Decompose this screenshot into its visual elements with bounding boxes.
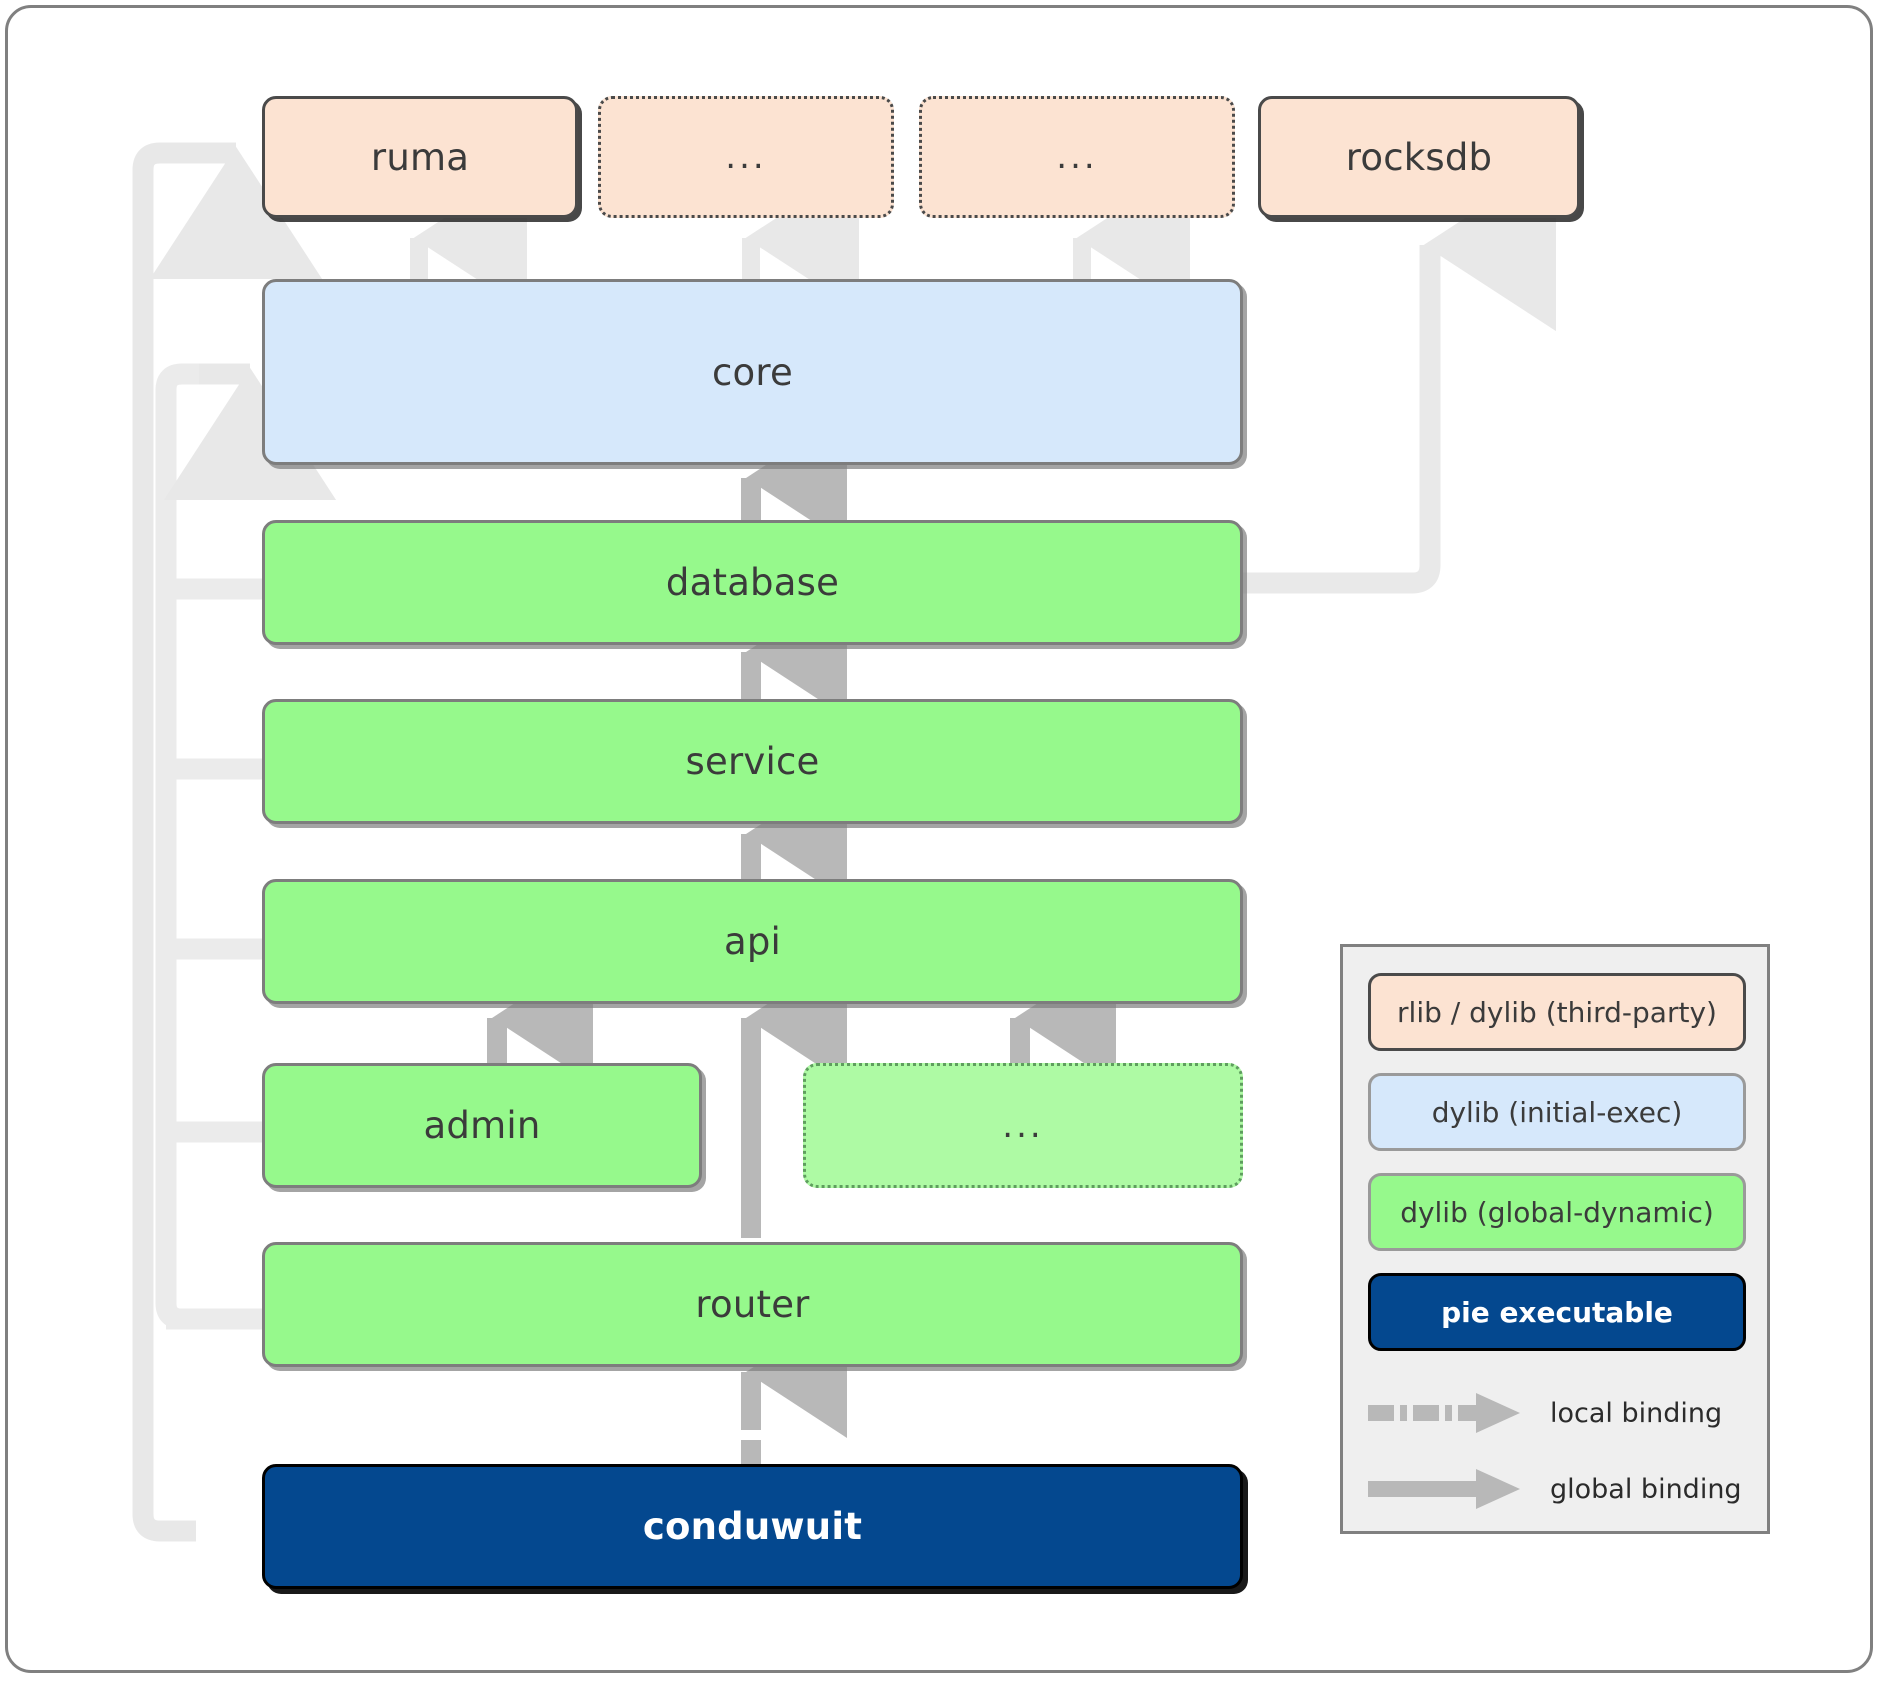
legend-chip-label: pie executable: [1441, 1295, 1673, 1329]
node-label: ...: [725, 137, 767, 177]
legend-chip-third-party: rlib / dylib (third-party): [1368, 973, 1746, 1051]
node-label: rocksdb: [1345, 135, 1493, 179]
node-label: admin: [423, 1104, 541, 1147]
legend-row-label: local binding: [1550, 1397, 1723, 1429]
legend-row-label: global binding: [1550, 1473, 1742, 1505]
node-label: core: [712, 350, 793, 394]
node-label: conduwuit: [642, 1505, 863, 1548]
legend-row-local-binding: local binding: [1368, 1383, 1748, 1443]
left-bus-inner-trunk: [155, 363, 337, 1330]
node-ellipsis-top-1[interactable]: ...: [598, 96, 894, 218]
legend-row-global-binding: global binding: [1368, 1459, 1748, 1519]
node-label: database: [665, 561, 840, 604]
node-label: service: [685, 740, 820, 783]
local-binding-arrow-icon: [1368, 1393, 1520, 1433]
legend-panel: rlib / dylib (third-party) dylib (initia…: [1340, 944, 1770, 1534]
global-binding-arrow-icon: [1368, 1469, 1520, 1509]
legend-chip-label: dylib (initial-exec): [1431, 1095, 1683, 1129]
node-api[interactable]: api: [262, 879, 1243, 1004]
node-service[interactable]: service: [262, 699, 1243, 824]
legend-chip-label: rlib / dylib (third-party): [1397, 995, 1717, 1029]
left-bus-branches: [166, 578, 266, 1330]
stack-arrows: [487, 411, 1116, 1238]
node-database[interactable]: database: [262, 520, 1243, 645]
core-to-toplib-arrows: [410, 164, 1190, 312]
legend-chip-initial-exec: dylib (initial-exec): [1368, 1073, 1746, 1151]
node-rocksdb[interactable]: rocksdb: [1258, 96, 1580, 218]
node-label: ruma: [370, 135, 470, 179]
node-label: router: [695, 1283, 810, 1326]
legend-chip-global-dynamic: dylib (global-dynamic): [1368, 1173, 1746, 1251]
legend-chip-pie-executable: pie executable: [1368, 1273, 1746, 1351]
node-label: ...: [1002, 1105, 1044, 1146]
legend-chip-label: dylib (global-dynamic): [1400, 1195, 1714, 1229]
node-core[interactable]: core: [262, 279, 1243, 465]
node-label: ...: [1056, 137, 1098, 177]
node-label: api: [723, 920, 782, 963]
node-ellipsis-admin-row[interactable]: ...: [803, 1063, 1243, 1188]
node-router[interactable]: router: [262, 1242, 1243, 1367]
node-conduwuit[interactable]: conduwuit: [262, 1464, 1243, 1589]
database-to-rocksdb-connector: [1243, 158, 1556, 594]
left-bus-outer-trunk: [132, 142, 323, 1542]
node-admin[interactable]: admin: [262, 1063, 702, 1188]
node-ruma[interactable]: ruma: [262, 96, 578, 218]
node-ellipsis-top-2[interactable]: ...: [919, 96, 1235, 218]
